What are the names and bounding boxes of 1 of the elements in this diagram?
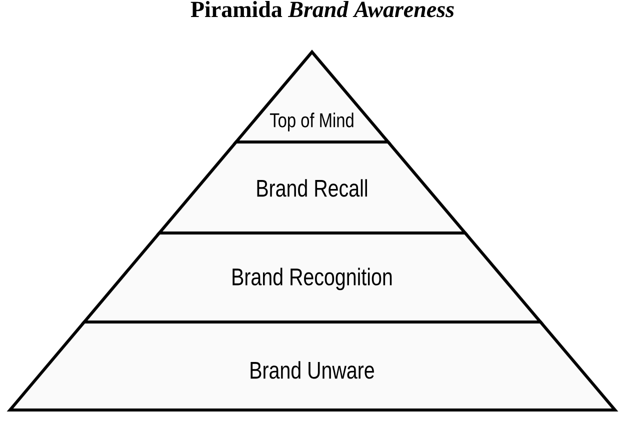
title: Piramida Brand Awareness — [190, 1, 454, 18]
